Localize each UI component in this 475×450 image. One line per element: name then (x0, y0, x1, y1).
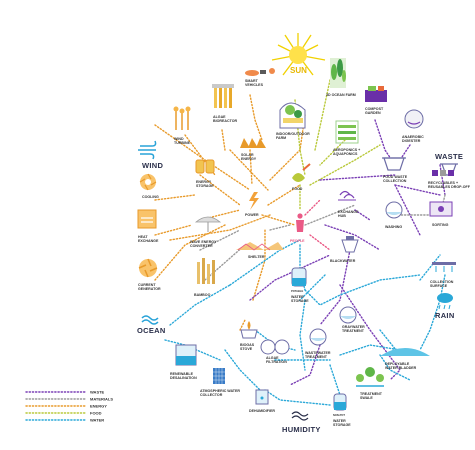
non-pot-label: NON-POT (333, 413, 345, 417)
current-generator-icon (138, 258, 158, 278)
ocean-title: OCEAN (137, 326, 166, 335)
biogas-stove-icon (240, 321, 258, 339)
potable-label: POTABLE (291, 289, 303, 293)
sun-label: SUN (290, 66, 307, 75)
compost-garden-icon (365, 86, 387, 102)
food-label: FOOD (292, 187, 303, 191)
power-icon (249, 192, 259, 210)
bamboo-label: BAMBOO (194, 293, 211, 297)
legend-waste-label: WASTE (90, 390, 105, 395)
dehumidifier-icon (255, 389, 269, 405)
sorting-label: SORTING (432, 223, 449, 227)
graywater-treatment-icon (339, 306, 357, 324)
people-label: PEOPLE (290, 239, 305, 243)
exchange-hub-icon (338, 190, 356, 201)
ocean-farm-label: 3D OCEAN FARM (326, 93, 356, 97)
non-pot-water-storage-icon (333, 393, 347, 411)
humidity-title: HUMIDITY (282, 425, 321, 434)
energy-storage-icon (195, 159, 215, 174)
dehumidifier-label: DEHUMIDIFIER (249, 409, 275, 413)
smart-vehicles-icon (245, 68, 275, 76)
people-icon (296, 213, 304, 232)
sun-icon (271, 33, 326, 76)
atmospheric-water-collector-icon (213, 368, 225, 384)
indoor-outdoor-farm-icon (279, 102, 306, 129)
wastewater-treatment-icon (309, 328, 327, 346)
legend: WASTE MATERIALS ENERGY FOOD WATER (25, 390, 113, 423)
legend-energy-label: ENERGY (90, 404, 107, 409)
collection-surface-icon (432, 262, 456, 272)
food-waste-collection-icon (382, 157, 406, 171)
cooling-icon (139, 173, 157, 191)
recyclables-icon (432, 170, 454, 176)
blackwater-icon (341, 236, 359, 253)
bamboo-icon (197, 258, 215, 284)
power-label: POWER (245, 213, 259, 217)
shelter-label: SHELTER (248, 255, 265, 259)
washing-label: WASHING (385, 225, 402, 229)
blackwater-label: BLACKWATER (330, 259, 356, 263)
potable-water-storage-icon (291, 267, 307, 287)
treatment-swale-icon (356, 367, 384, 387)
sorting-icon (429, 201, 453, 217)
ocean-icon (141, 315, 159, 325)
aeroponics-icon (335, 120, 359, 144)
rain-title: RAIN (435, 311, 455, 320)
shelter-icon (236, 242, 284, 251)
wind-title: WIND (142, 161, 163, 170)
legend-water-label: WATER (90, 418, 104, 423)
rain-icon (437, 293, 453, 310)
food-icon (292, 163, 311, 182)
legend-materials-label: MATERIALS (90, 397, 113, 402)
wind-icon (138, 140, 157, 160)
renewable-desalination-icon (175, 344, 197, 366)
algae-bioreactor-icon (212, 84, 234, 108)
aeroponics-label: AEROPONICS +AQUAPONICS (333, 148, 360, 156)
legend-food-label: FOOD (90, 411, 102, 416)
recyclables-label: RECYCLABLES +REUSABLES DROP-OFF (428, 181, 471, 189)
solar-energy-icon (240, 138, 266, 148)
humidity-icon (291, 411, 309, 421)
washing-icon (385, 201, 403, 219)
waste-title: WASTE (435, 152, 463, 161)
cooling-label: COOLING (142, 195, 159, 199)
deployable-water-bladder-icon (380, 348, 430, 356)
wind-turbine-icon (173, 106, 191, 130)
ocean-farm-icon (330, 58, 346, 88)
heat-exchange-icon (137, 209, 157, 229)
anaerobic-digester-icon (404, 109, 424, 129)
algae-filtration-icon (260, 339, 290, 355)
wave-energy-converter-icon (194, 216, 222, 232)
